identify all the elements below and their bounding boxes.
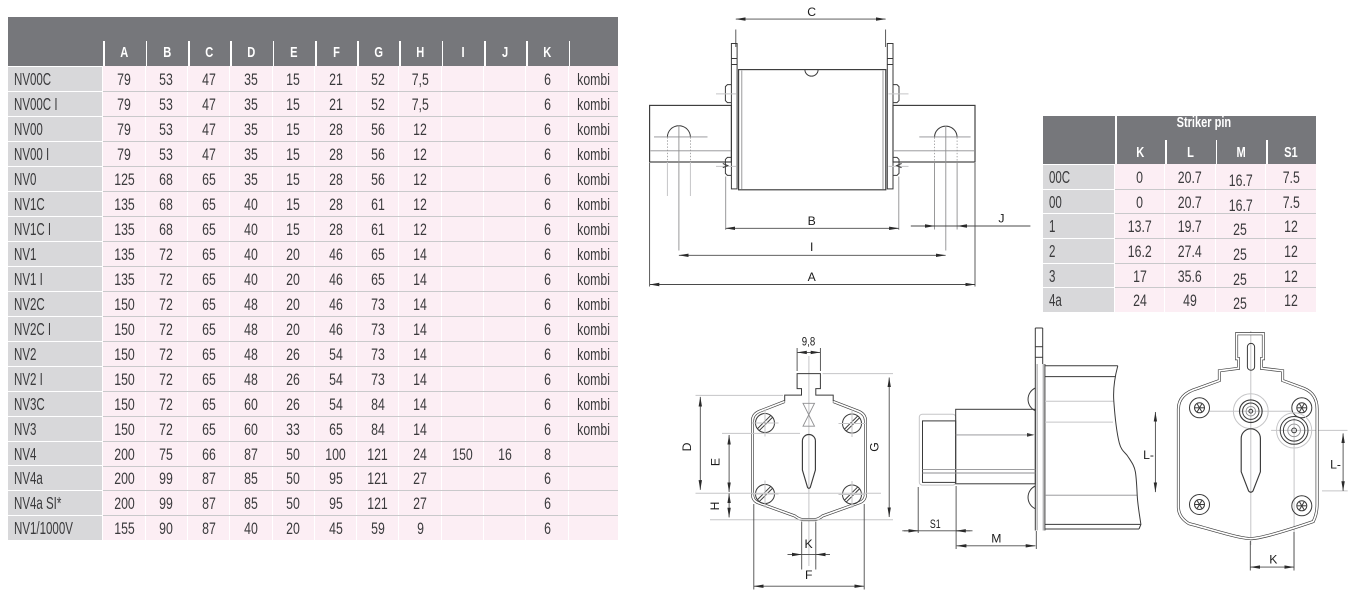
svg-text:K: K — [1269, 553, 1277, 567]
svg-text:L-: L- — [1330, 458, 1341, 472]
svg-text:9,8: 9,8 — [802, 335, 816, 349]
svg-text:S1: S1 — [930, 517, 941, 531]
svg-text:L-: L- — [1143, 448, 1154, 462]
svg-text:I: I — [810, 240, 813, 254]
svg-text:A: A — [808, 270, 817, 284]
svg-text:J: J — [998, 212, 1004, 226]
svg-text:K: K — [805, 537, 813, 551]
svg-text:B: B — [808, 214, 816, 228]
svg-text:M: M — [991, 532, 1001, 546]
svg-text:F: F — [805, 568, 812, 582]
svg-text:D: D — [680, 442, 694, 451]
svg-text:H: H — [708, 502, 722, 511]
svg-text:G: G — [867, 442, 881, 451]
svg-text:C: C — [807, 5, 816, 19]
svg-text:E: E — [709, 458, 723, 466]
